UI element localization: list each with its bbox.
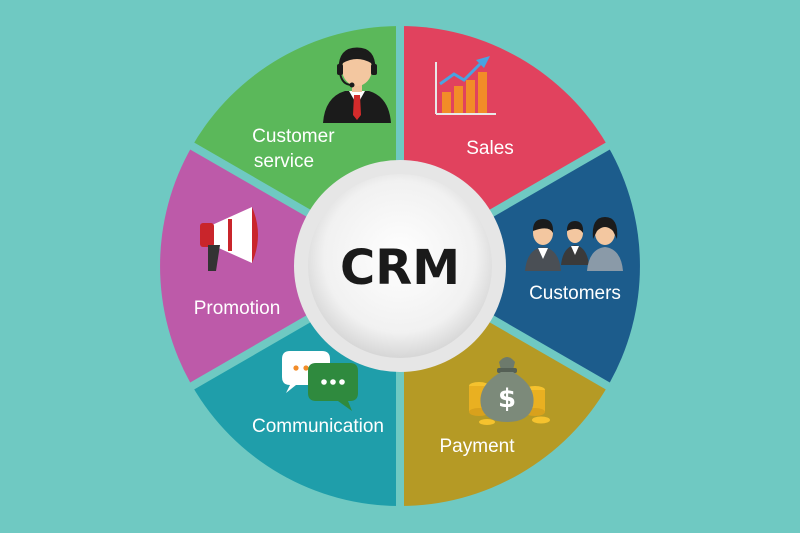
segment-sales[interactable]: [400, 146, 640, 386]
segment-label-customers: Customers: [529, 283, 621, 304]
label-line: service: [254, 151, 314, 172]
crm-title: CRM: [340, 240, 460, 296]
segment-label-promotion: Promotion: [194, 298, 281, 319]
chat-bubbles-icon: [282, 351, 358, 411]
customers-group-icon: [525, 217, 623, 271]
segment-labels: Customer service Sales Customers Payment…: [194, 126, 621, 457]
hub-inner-circle: [308, 174, 492, 358]
megaphone-icon: [200, 207, 258, 271]
customer-service-agent-icon: [323, 47, 391, 123]
segment-label-customer-service: Customer service: [252, 126, 340, 172]
segment-label-sales: Sales: [466, 138, 514, 159]
crm-hub[interactable]: CRM: [294, 160, 506, 372]
money-bag-icon: $: [469, 357, 550, 425]
segment-communication[interactable]: [160, 146, 400, 386]
segment-label-communication: Communication: [252, 416, 384, 437]
sales-growth-chart-icon: [435, 56, 496, 115]
label-line: Customer: [252, 126, 335, 147]
segment-label-payment: Payment: [440, 436, 516, 457]
svg-text:$: $: [498, 384, 516, 414]
